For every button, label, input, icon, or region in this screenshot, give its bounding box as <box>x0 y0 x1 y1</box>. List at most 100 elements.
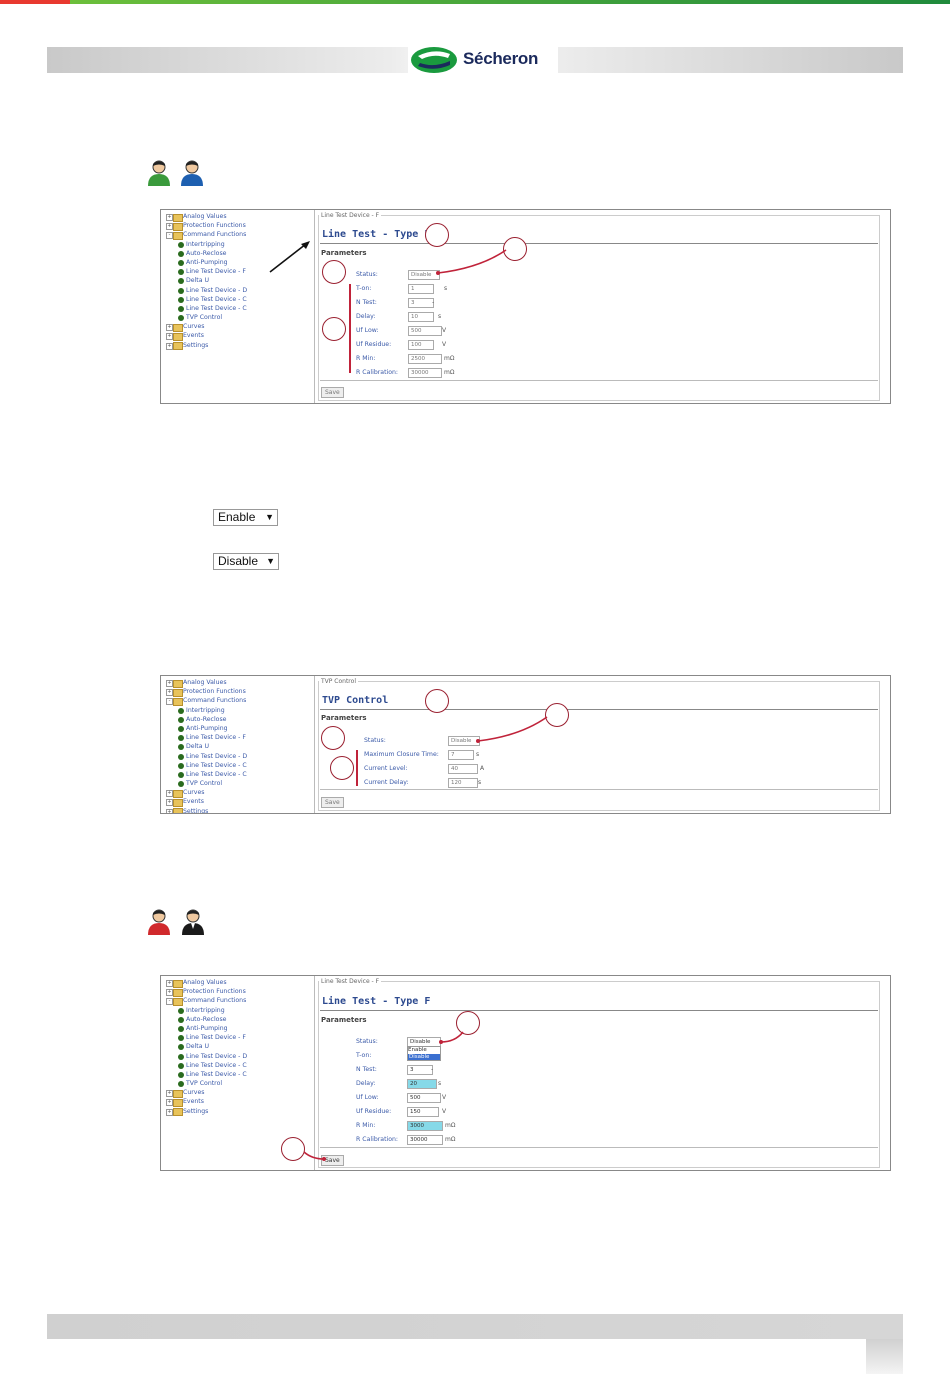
tree-item[interactable]: +Settings <box>165 807 311 814</box>
tree-item[interactable]: Line Test Device - F <box>165 267 311 276</box>
tree-item[interactable]: +Events <box>166 332 204 341</box>
tree-item[interactable]: Anti-Pumping <box>165 1024 311 1033</box>
expand-icon[interactable]: + <box>166 808 173 814</box>
dropdown-option-enable[interactable]: Enable <box>408 1047 427 1053</box>
tree-item[interactable]: +Protection Functions <box>166 222 246 231</box>
unit-label: s <box>478 779 482 786</box>
t-on-input[interactable]: 1 <box>408 284 434 294</box>
tree-item[interactable]: TVP Control <box>165 313 311 322</box>
uf-low-input[interactable]: 500 <box>408 326 442 336</box>
tree-item[interactable]: +Protection Functions <box>166 688 246 697</box>
fieldset-legend: Line Test Device - F <box>319 212 382 219</box>
tree-item[interactable]: Line Test Device - D <box>165 1052 311 1061</box>
tree-item[interactable]: Intertripping <box>165 240 311 249</box>
expand-icon[interactable]: + <box>166 790 173 798</box>
save-button[interactable]: Save <box>321 797 344 808</box>
uf-residue-input[interactable]: 100 <box>408 340 434 350</box>
tree-item[interactable]: Line Test Device - C <box>165 770 311 779</box>
tree-item[interactable]: Line Test Device - F <box>165 733 311 742</box>
tree-item[interactable]: Line Test Device - D <box>165 752 311 761</box>
tree-item[interactable]: +Events <box>166 798 204 807</box>
max-closure-time-input[interactable]: 7 <box>448 750 474 760</box>
expand-icon[interactable]: + <box>166 1108 173 1116</box>
tree-item[interactable]: Intertripping <box>165 706 311 715</box>
current-delay-input[interactable]: 120 <box>448 778 478 788</box>
collapse-icon[interactable]: - <box>166 698 173 706</box>
tree-item[interactable]: +Settings <box>166 341 209 351</box>
leaf-icon <box>178 296 184 303</box>
expand-icon[interactable]: + <box>166 223 173 231</box>
expand-icon[interactable]: + <box>166 1090 173 1098</box>
tree-item[interactable]: TVP Control <box>165 1079 311 1088</box>
tree-item[interactable]: Auto-Reclose <box>165 1015 311 1024</box>
tree-item[interactable]: Intertripping <box>165 1006 311 1015</box>
expand-icon[interactable]: + <box>166 799 173 807</box>
unit-label: s <box>476 751 480 758</box>
user-red-icon <box>148 909 170 935</box>
tree-item[interactable]: -Command Functions <box>165 696 311 706</box>
delay-input[interactable]: 10 <box>408 312 434 322</box>
collapse-icon[interactable]: - <box>166 232 173 240</box>
current-level-input[interactable]: 40 <box>448 764 478 774</box>
tree-item[interactable]: +Curves <box>166 789 205 798</box>
tree-item[interactable]: +Protection Functions <box>166 988 246 997</box>
dropdown-option-disable[interactable]: Disable <box>408 1053 440 1060</box>
title-rule <box>320 1010 878 1011</box>
tree-item[interactable]: Delta U <box>165 742 311 751</box>
callout-circle <box>321 726 345 750</box>
expand-icon[interactable]: + <box>166 1099 173 1107</box>
user-green-icon <box>148 160 170 186</box>
expand-icon[interactable]: + <box>166 214 173 221</box>
tree-item[interactable]: +Settings <box>166 1107 209 1117</box>
tree-item[interactable]: -Command Functions <box>165 230 311 240</box>
tree-item[interactable]: +Analog Values <box>166 213 227 222</box>
tree-item[interactable]: +Events <box>166 1098 204 1107</box>
user-black-suit-icon <box>182 909 204 935</box>
tree-item[interactable]: Line Test Device - C <box>165 1070 311 1079</box>
tree-item[interactable]: Delta U <box>165 276 311 285</box>
tree-item[interactable]: Line Test Device - C <box>165 1061 311 1070</box>
n-test-input[interactable]: 3 <box>407 1065 433 1075</box>
tree-item[interactable]: Anti-Pumping <box>165 258 311 267</box>
expand-icon[interactable]: + <box>166 324 173 332</box>
r-calibration-input[interactable]: 30000 <box>407 1135 443 1145</box>
tree-item[interactable]: Delta U <box>165 1042 311 1051</box>
tree-item[interactable]: Line Test Device - C <box>165 304 311 313</box>
callout-connector <box>476 716 548 743</box>
tree-item[interactable]: +Curves <box>166 323 205 332</box>
tree-item[interactable]: Line Test Device - C <box>165 761 311 770</box>
r-min-input[interactable]: 3000 <box>407 1121 443 1131</box>
n-test-input[interactable]: 3 <box>408 298 434 308</box>
folder-icon <box>173 789 183 798</box>
expand-icon[interactable]: + <box>166 989 173 997</box>
leaf-icon <box>178 1016 184 1023</box>
tree-item[interactable]: Line Test Device - C <box>165 295 311 304</box>
save-button[interactable]: Save <box>321 387 344 398</box>
status-select[interactable]: Disable <box>408 270 440 280</box>
uf-low-input[interactable]: 500 <box>407 1093 441 1103</box>
tree-item[interactable]: +Curves <box>166 1089 205 1098</box>
tree-item[interactable]: +Analog Values <box>166 679 227 688</box>
expand-icon[interactable]: + <box>166 689 173 697</box>
expand-icon[interactable]: + <box>166 333 173 341</box>
tree-item[interactable]: Line Test Device - D <box>165 286 311 295</box>
tree-item[interactable]: Line Test Device - F <box>165 1033 311 1042</box>
tree-item[interactable]: Auto-Reclose <box>165 715 311 724</box>
tree-item[interactable]: Anti-Pumping <box>165 724 311 733</box>
dropdown-arrow-icon: ▼ <box>266 556 275 566</box>
tree-item[interactable]: +Analog Values <box>166 979 227 988</box>
save-button[interactable]: Save <box>321 1155 344 1166</box>
expand-icon[interactable]: + <box>166 342 173 350</box>
tree-item[interactable]: Auto-Reclose <box>165 249 311 258</box>
disable-select[interactable]: Disable ▼ <box>213 553 279 570</box>
delay-input[interactable]: 20 <box>407 1079 437 1089</box>
tree-item[interactable]: TVP Control <box>165 779 311 788</box>
expand-icon[interactable]: + <box>166 980 173 987</box>
collapse-icon[interactable]: - <box>166 998 173 1006</box>
uf-residue-input[interactable]: 150 <box>407 1107 439 1117</box>
tree-item[interactable]: -Command Functions <box>165 996 311 1006</box>
r-min-input[interactable]: 2500 <box>408 354 442 364</box>
r-calibration-input[interactable]: 30000 <box>408 368 442 378</box>
enable-select[interactable]: Enable ▼ <box>213 509 278 526</box>
expand-icon[interactable]: + <box>166 680 173 687</box>
